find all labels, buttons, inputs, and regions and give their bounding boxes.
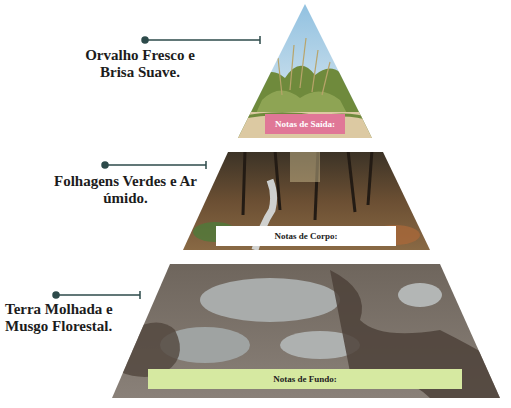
leader-tick [259,36,261,44]
leader-tick [139,291,141,299]
forest-ground [180,150,435,252]
leader-dot [102,162,108,168]
puddle [398,283,442,307]
layer-label-box: Notas de Corpo: [216,226,396,246]
mud-picture [110,262,502,400]
layer-label-box: Notas de Fundo: [148,369,462,389]
seed-stalk [290,45,294,90]
layer-label: Notas de Saída: [275,119,335,130]
leader-dot [53,292,59,298]
seed-stalk [278,58,282,95]
forest-picture [180,150,435,252]
leader-line [105,164,206,166]
seed-stalk [300,38,306,88]
tree-trunk [243,150,245,215]
seed-stalk [312,50,318,92]
layer-description: Orvalho Fresco e Brisa Suave. [70,47,210,81]
sand [230,112,380,142]
layer-description: Terra Molhada e Musgo Florestal. [5,301,140,335]
tree-trunk [348,150,355,212]
puddle [200,278,340,322]
tree-trunks [243,150,372,220]
mud [110,262,502,400]
light-patch [290,152,320,182]
leader-line [56,294,140,296]
seed-stalk [322,62,330,95]
layer-label: Notas de Corpo: [275,231,338,242]
leader-dot [142,37,148,43]
dune-grass-picture [230,0,380,142]
leader-line [145,39,260,41]
layer-label: Notas de Fundo: [273,374,337,385]
layer-label-box: Notas de Saída: [265,114,345,134]
tree-trunk [368,150,372,205]
leader-tick [205,161,207,169]
leader-lines [53,36,260,299]
grass-seeds [278,38,330,95]
layer-description: Folhagens Verdes e Ar úmido. [48,173,203,207]
